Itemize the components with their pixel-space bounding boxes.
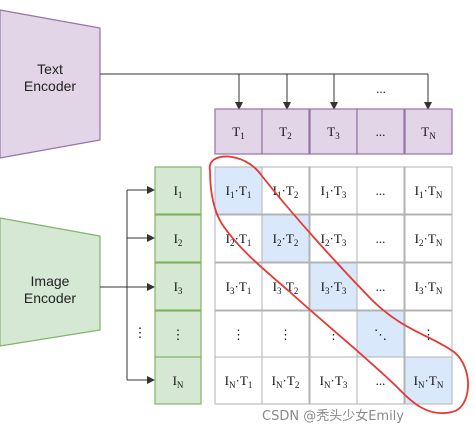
matrix-cell <box>356 262 405 311</box>
matrix-cell-label: ... <box>376 183 386 198</box>
matrix-cell <box>309 166 358 215</box>
matrix-cell <box>214 310 263 359</box>
text-token-box <box>261 108 310 155</box>
matrix-cell <box>261 356 310 405</box>
text-token-box <box>404 108 453 155</box>
text-token-box <box>309 108 358 155</box>
matrix-cell-label: ⋱ <box>374 327 387 342</box>
text-token-box <box>214 108 263 155</box>
text-encoder-shape <box>0 9 101 159</box>
image-token-label: I1​ <box>174 183 183 200</box>
text-encoder-label-line2: Encoder <box>24 78 76 94</box>
matrix-cell <box>404 214 453 263</box>
image-token-label: ⋮ <box>172 327 185 342</box>
text-token-label: ... <box>376 124 386 139</box>
top-ellipsis: ... <box>376 81 386 96</box>
image-encoder-shape <box>0 217 101 347</box>
matrix-cell <box>356 356 405 405</box>
matrix-cell <box>404 262 453 311</box>
matrix-cell <box>404 166 453 215</box>
matrix-cell-label: ... <box>376 279 386 294</box>
image-token-box <box>154 262 202 311</box>
matrix-cell <box>356 166 405 215</box>
image-token-box <box>154 356 202 405</box>
matrix-cell-label: ... <box>376 373 386 388</box>
matrix-cell-label: ⋮ <box>279 327 292 342</box>
matrix-cell <box>356 214 405 263</box>
matrix-cell-label: ... <box>376 231 386 246</box>
matrix-cell <box>309 214 358 263</box>
matrix-cell <box>214 356 263 405</box>
text-token-box <box>356 108 405 155</box>
image-token-box <box>154 166 202 215</box>
matrix-cell <box>214 214 263 263</box>
matrix-cell <box>214 262 263 311</box>
image-encoder-label-line1: Image <box>31 273 70 289</box>
matrix-cell-label: ⋮ <box>232 327 245 342</box>
image-token-box <box>154 310 202 359</box>
text-encoder-label-line1: Text <box>37 61 63 77</box>
watermark: CSDN @秃头少女Emily <box>262 408 404 424</box>
matrix-diagonal-cell <box>214 166 263 215</box>
image-token-label: I2​ <box>174 231 183 248</box>
image-encoder-label-line2: Encoder <box>24 290 76 306</box>
diagonal-annotation-loop <box>209 155 469 415</box>
image-token-box <box>154 214 202 263</box>
image-token-label: I3​ <box>174 279 183 296</box>
text-connector <box>100 73 432 110</box>
image-token-label: IN​ <box>173 373 184 390</box>
matrix-cell-label: ⋮ <box>327 327 340 342</box>
matrix-cell <box>261 310 310 359</box>
left-ellipsis: ⋮ <box>134 325 147 340</box>
matrix-diagonal-cell <box>404 356 453 405</box>
image-connector <box>100 186 155 384</box>
